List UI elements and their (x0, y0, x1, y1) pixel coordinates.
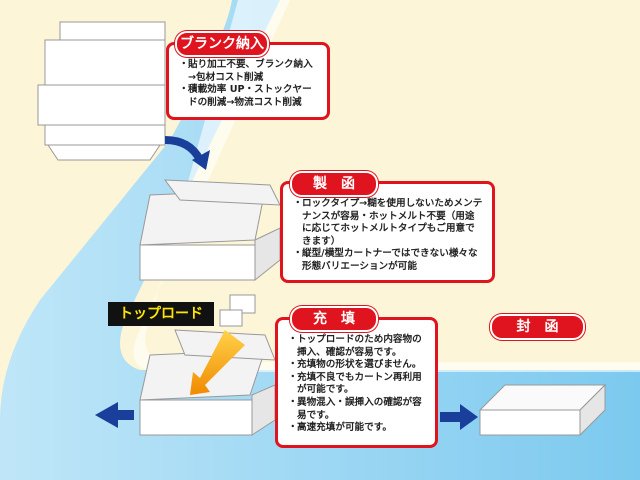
formed-box-illustration (139, 179, 281, 282)
feature-item: 異物混入・誤挿入の確認が容易です。 (288, 397, 427, 422)
topload-label: トップロード (108, 302, 214, 326)
feature-item: 充填物の形状を選びません。 (288, 359, 427, 372)
step-blank-title: ブランク納入 (175, 31, 269, 57)
feature-item: 縦型/横型カートナーではできない様々な形態バリエーションが可能 (293, 248, 484, 273)
step-sealing-title: 封 函 (490, 314, 585, 340)
step-forming-panel: ロックタイプ→糊を使用しないためメンテナンスが容易・ホットメルト不要（用途に応じ… (280, 181, 495, 283)
feature-item: 積載効率 UP・ストックヤードの削減→物流コスト削減 (179, 84, 319, 109)
feature-item: 高速充填が可能です。 (288, 422, 427, 435)
step-forming-title: 製 函 (290, 171, 378, 197)
insert-arrow-icon (190, 330, 245, 395)
feature-item: 貼り加工不要、ブランク納入→包材コスト削減 (179, 59, 319, 84)
step-filling-panel: トップロードのため内容物の挿入、確認が容易です。 充填物の形状を選びません。 充… (275, 317, 438, 448)
sealed-box-illustration (478, 383, 607, 437)
feature-item: トップロードのため内容物の挿入、確認が容易です。 (288, 334, 427, 359)
feature-item: 充填不良でもカートン再利用が可能です。 (288, 372, 427, 397)
feature-item: ロックタイプ→糊を使用しないためメンテナンスが容易・ホットメルト不要（用途に応じ… (293, 198, 484, 248)
step-filling-title: 充 填 (290, 306, 378, 332)
arrow-icon (460, 404, 478, 430)
blank-sheet-illustration (37, 21, 166, 161)
